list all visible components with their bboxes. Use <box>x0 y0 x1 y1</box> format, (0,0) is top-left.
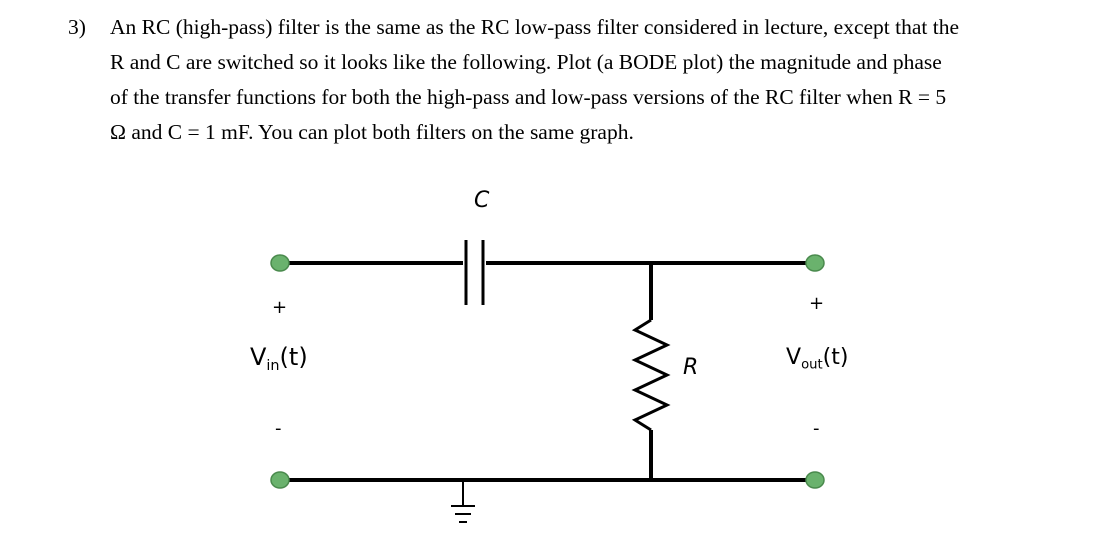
input-plus-sign: + <box>272 297 288 318</box>
output-label-v: V <box>786 345 802 370</box>
problem-line-3: of the transfer functions for both the h… <box>110 85 947 109</box>
input-terminal-bottom <box>270 471 290 489</box>
problem-line-1: An RC (high-pass) filter is the same as … <box>110 15 960 39</box>
output-plus-sign: + <box>809 293 825 314</box>
problem-number: 3) <box>68 15 86 39</box>
input-label-v: V <box>250 343 267 371</box>
resistor-zigzag <box>631 318 671 432</box>
output-terminal-bottom <box>805 471 825 489</box>
output-terminal-top <box>805 254 825 272</box>
resistor-label: R <box>683 355 699 380</box>
input-voltage-label: Vin(t) <box>250 343 308 374</box>
output-label-sub: out <box>801 357 823 373</box>
problem-line-2: R and C are switched so it looks like th… <box>110 50 942 74</box>
input-label-arg: (t) <box>279 343 308 371</box>
problem-line-4: Ω and C = 1 mF. You can plot both filter… <box>110 120 634 144</box>
input-label-sub: in <box>266 358 280 375</box>
output-label-arg: (t) <box>822 345 849 370</box>
output-voltage-label: Vout(t) <box>786 345 848 373</box>
output-minus-sign: - <box>813 418 820 439</box>
capacitor-label: C <box>474 188 490 213</box>
input-terminal-top <box>270 254 290 272</box>
input-minus-sign: - <box>275 418 282 439</box>
